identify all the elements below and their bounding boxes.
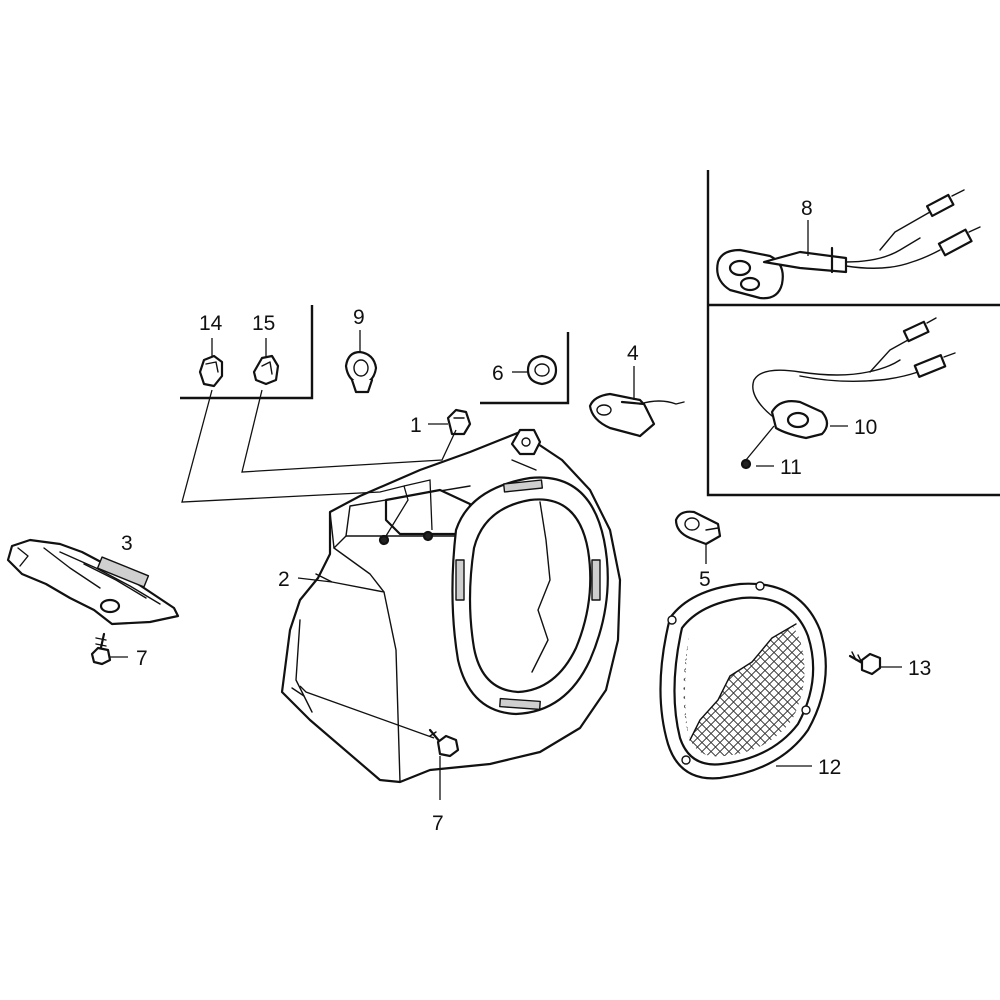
leader-lines [181, 389, 457, 739]
part-7-bolt-left [90, 632, 128, 666]
part-9-grommet [344, 330, 378, 394]
callout-10: 10 [854, 416, 877, 439]
part-13-screw [848, 651, 902, 676]
callout-7-left: 7 [136, 647, 148, 670]
callout-4: 4 [627, 342, 639, 365]
callout-15: 15 [252, 312, 275, 335]
callout-5: 5 [699, 568, 711, 591]
callout-8: 8 [801, 197, 813, 220]
part-14-clip [198, 338, 224, 388]
callout-9: 9 [353, 306, 365, 329]
inset-frames [706, 170, 1000, 497]
callout-13: 13 [908, 657, 931, 680]
part-8-sensor-wiring [716, 189, 981, 300]
callout-12: 12 [818, 756, 841, 779]
part-2-fan-shroud [280, 428, 622, 784]
callout-1: 1 [410, 414, 422, 437]
part-4-sensor [588, 366, 685, 438]
callout-labels: 1 2 3 4 5 6 7 7 8 9 10 11 12 13 14 15 [121, 197, 931, 835]
part-1-clip [428, 408, 472, 436]
callout-6: 6 [492, 362, 504, 385]
part-5-clamp [674, 510, 722, 564]
callout-14: 14 [199, 312, 223, 335]
callout-3: 3 [121, 532, 133, 555]
callout-2: 2 [278, 568, 290, 591]
part-11-screw [740, 425, 775, 470]
part-6-grommet [512, 354, 558, 386]
part-15-clip [252, 338, 280, 386]
callout-11: 11 [780, 456, 802, 479]
part-10-sensor [752, 317, 956, 440]
part-3-cover [6, 538, 180, 626]
part-12-screen [659, 581, 827, 780]
part-7-bolt-bottom [428, 728, 460, 800]
callout-7-bottom: 7 [432, 812, 444, 835]
bracket-frames [180, 305, 570, 405]
